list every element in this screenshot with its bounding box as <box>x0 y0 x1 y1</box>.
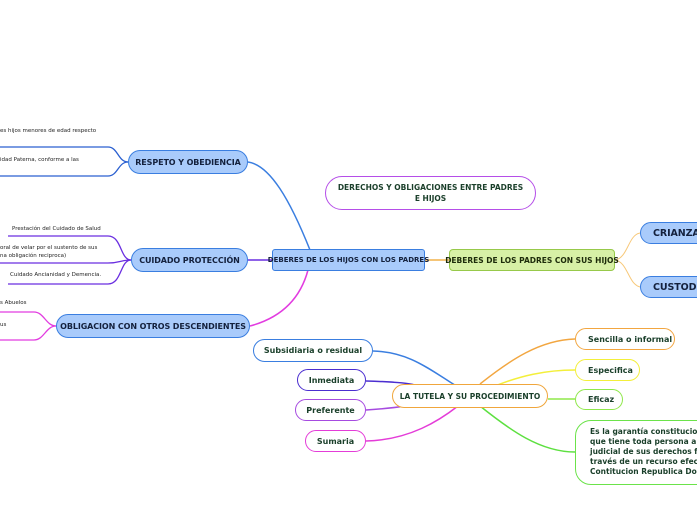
definition-line: judicial de sus derechos fun <box>590 447 697 456</box>
child-label: CRIANZA <box>653 227 697 239</box>
branch-deberes-padres[interactable]: DEBERES DE LOS PADRES CON SUS HIJOS <box>445 249 619 271</box>
branch-label: CUIDADO PROTECCIÓN <box>139 255 240 265</box>
definition-line: Es la garantía constitucionа <box>590 427 697 436</box>
definition-line: Contitucion Republica Dom <box>590 467 697 476</box>
node-label: Subsidiaria o residual <box>263 346 363 355</box>
leaf-obligacion-2[interactable]: us <box>0 322 7 328</box>
node-label: Sumaria <box>316 436 355 446</box>
leaf-cuidado-4[interactable]: Cuidado Ancianidad y Demencia. <box>10 272 102 278</box>
leaf-cuidado-1[interactable]: Prestación del Cuidado de Salud <box>12 226 101 232</box>
tutela-inmediata[interactable]: Inmediata <box>297 369 366 391</box>
tutela-sencilla[interactable]: Sencilla o informal <box>575 328 675 350</box>
link-padres-crianza <box>614 232 641 261</box>
child-custodia[interactable]: CUSTODI <box>640 276 697 298</box>
title-line-1: DERECHOS Y OBLIGACIONES ENTRE PADRES <box>337 183 524 192</box>
tutela-preferente[interactable]: Preferente <box>295 399 366 421</box>
node-label: Inmediata <box>308 375 355 385</box>
branch-label: DEBERES DE LOS PADRES CON SUS HIJOS <box>445 255 619 265</box>
tutela-label: LA TUTELA Y SU PROCEDIMIENTO <box>399 391 541 401</box>
leaf-cuidado-3[interactable]: na obligación reciproca) <box>0 253 67 259</box>
branch-label: OBLIGACION CON OTROS DESCENDIENTES <box>60 321 246 331</box>
node-label: Eficaz <box>588 395 615 404</box>
root-label: DEBERES DE LOS HIJOS CON LOS PADRES <box>267 256 430 264</box>
node-label: Sencilla o informal <box>588 334 673 344</box>
child-crianza[interactable]: CRIANZA <box>640 222 697 244</box>
branch-respeto-obediencia[interactable]: RESPETO Y OBEDIENCIA <box>128 150 248 174</box>
tutela-node[interactable]: LA TUTELA Y SU PROCEDIMIENTO <box>392 384 548 408</box>
branch-label: RESPETO Y OBEDIENCIA <box>135 157 241 167</box>
child-label: CUSTODI <box>653 281 697 293</box>
branch-cuidado-proteccion[interactable]: CUIDADO PROTECCIÓN <box>131 248 248 272</box>
tutela-especifica[interactable]: Especifica <box>575 359 640 381</box>
leaf-obligacion-1[interactable]: s Abuelos <box>0 300 27 306</box>
leaf-cuidado-2[interactable]: oral de velar por el sustento de sus <box>0 245 98 251</box>
definition-line: que tiene toda persona a la <box>590 437 697 446</box>
branch-obligacion-descendientes[interactable]: OBLIGACION CON OTROS DESCENDIENTES <box>56 314 250 338</box>
link-padres-custodia <box>614 259 641 288</box>
title-line-2: E HIJOS <box>414 194 447 203</box>
node-label: Especifica <box>588 365 633 375</box>
title-node[interactable]: DERECHOS Y OBLIGACIONES ENTRE PADRES E H… <box>325 176 536 210</box>
tutela-sumaria[interactable]: Sumaria <box>305 430 366 452</box>
link-root-respeto <box>247 161 311 251</box>
tutela-subsidiaria[interactable]: Subsidiaria o residual <box>253 339 373 362</box>
root-node[interactable]: DEBERES DE LOS HIJOS CON LOS PADRES <box>268 249 429 271</box>
tutela-definicion[interactable]: Es la garantía constitucionа que tiene t… <box>575 420 697 485</box>
definition-line: través de un recurso efectiv <box>590 457 697 466</box>
node-label: Preferente <box>306 405 355 415</box>
link-root-obligacion <box>249 269 309 327</box>
leaf-respeto-1[interactable]: es hijos menores de edad respecto <box>0 128 97 134</box>
leaf-respeto-2[interactable]: idad Paterna, conforme a las <box>0 157 79 163</box>
tutela-eficaz[interactable]: Eficaz <box>575 389 623 410</box>
